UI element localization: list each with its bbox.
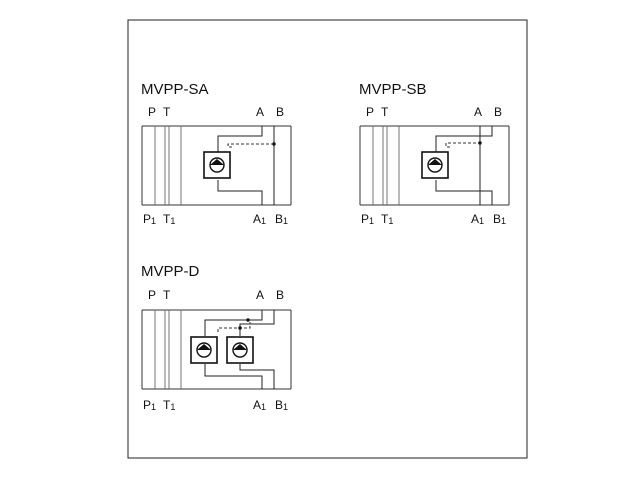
port-label-b1: B1 [275,212,288,226]
port-label-a1: A1 [253,212,266,226]
port-label-a: A [256,288,264,302]
port-label-p: P [148,105,156,119]
port-label-a1: A1 [253,398,266,412]
port-label-a1: A1 [471,212,484,226]
port-label-p1: P1 [143,398,156,412]
port-label-p: P [148,288,156,302]
port-label-b1: B1 [275,398,288,412]
port-label-t1: T1 [381,212,393,226]
check-valve-icon [190,336,218,364]
port-label-b1: B1 [493,212,506,226]
flow-lines [217,126,276,205]
port-label-t: T [163,288,171,302]
diagram-title: MVPP-SA [141,81,209,98]
manifold-block [141,125,292,206]
port-label-t1: T1 [163,212,175,226]
diagram-title: MVPP-SB [359,81,427,98]
diagram-title: MVPP-D [141,263,200,280]
port-label-b: B [276,288,284,302]
check-valve-icon [421,151,449,179]
flow-lines [435,126,493,205]
manifold-block [141,309,292,390]
diagram-mvpp-d: MVPP-D P T A B [141,263,292,412]
diagram-mvpp-sa: MVPP-SA P T A B P1 T1 A1 [141,81,292,226]
port-label-a: A [474,105,482,119]
check-valve-icon [203,151,231,179]
port-label-t1: T1 [163,398,175,412]
port-label-p1: P1 [361,212,374,226]
port-label-t: T [381,105,389,119]
check-valve-icon [226,336,254,364]
port-label-a: A [256,105,264,119]
diagram-mvpp-sb: MVPP-SB P T A B P1 T1 A1 [359,81,510,226]
port-label-b: B [494,105,502,119]
port-label-p: P [366,105,374,119]
port-label-t: T [163,105,171,119]
sheet-border [127,19,528,459]
flow-lines [204,310,275,389]
manifold-block [359,125,510,206]
port-label-b: B [276,105,284,119]
port-label-p1: P1 [143,212,156,226]
